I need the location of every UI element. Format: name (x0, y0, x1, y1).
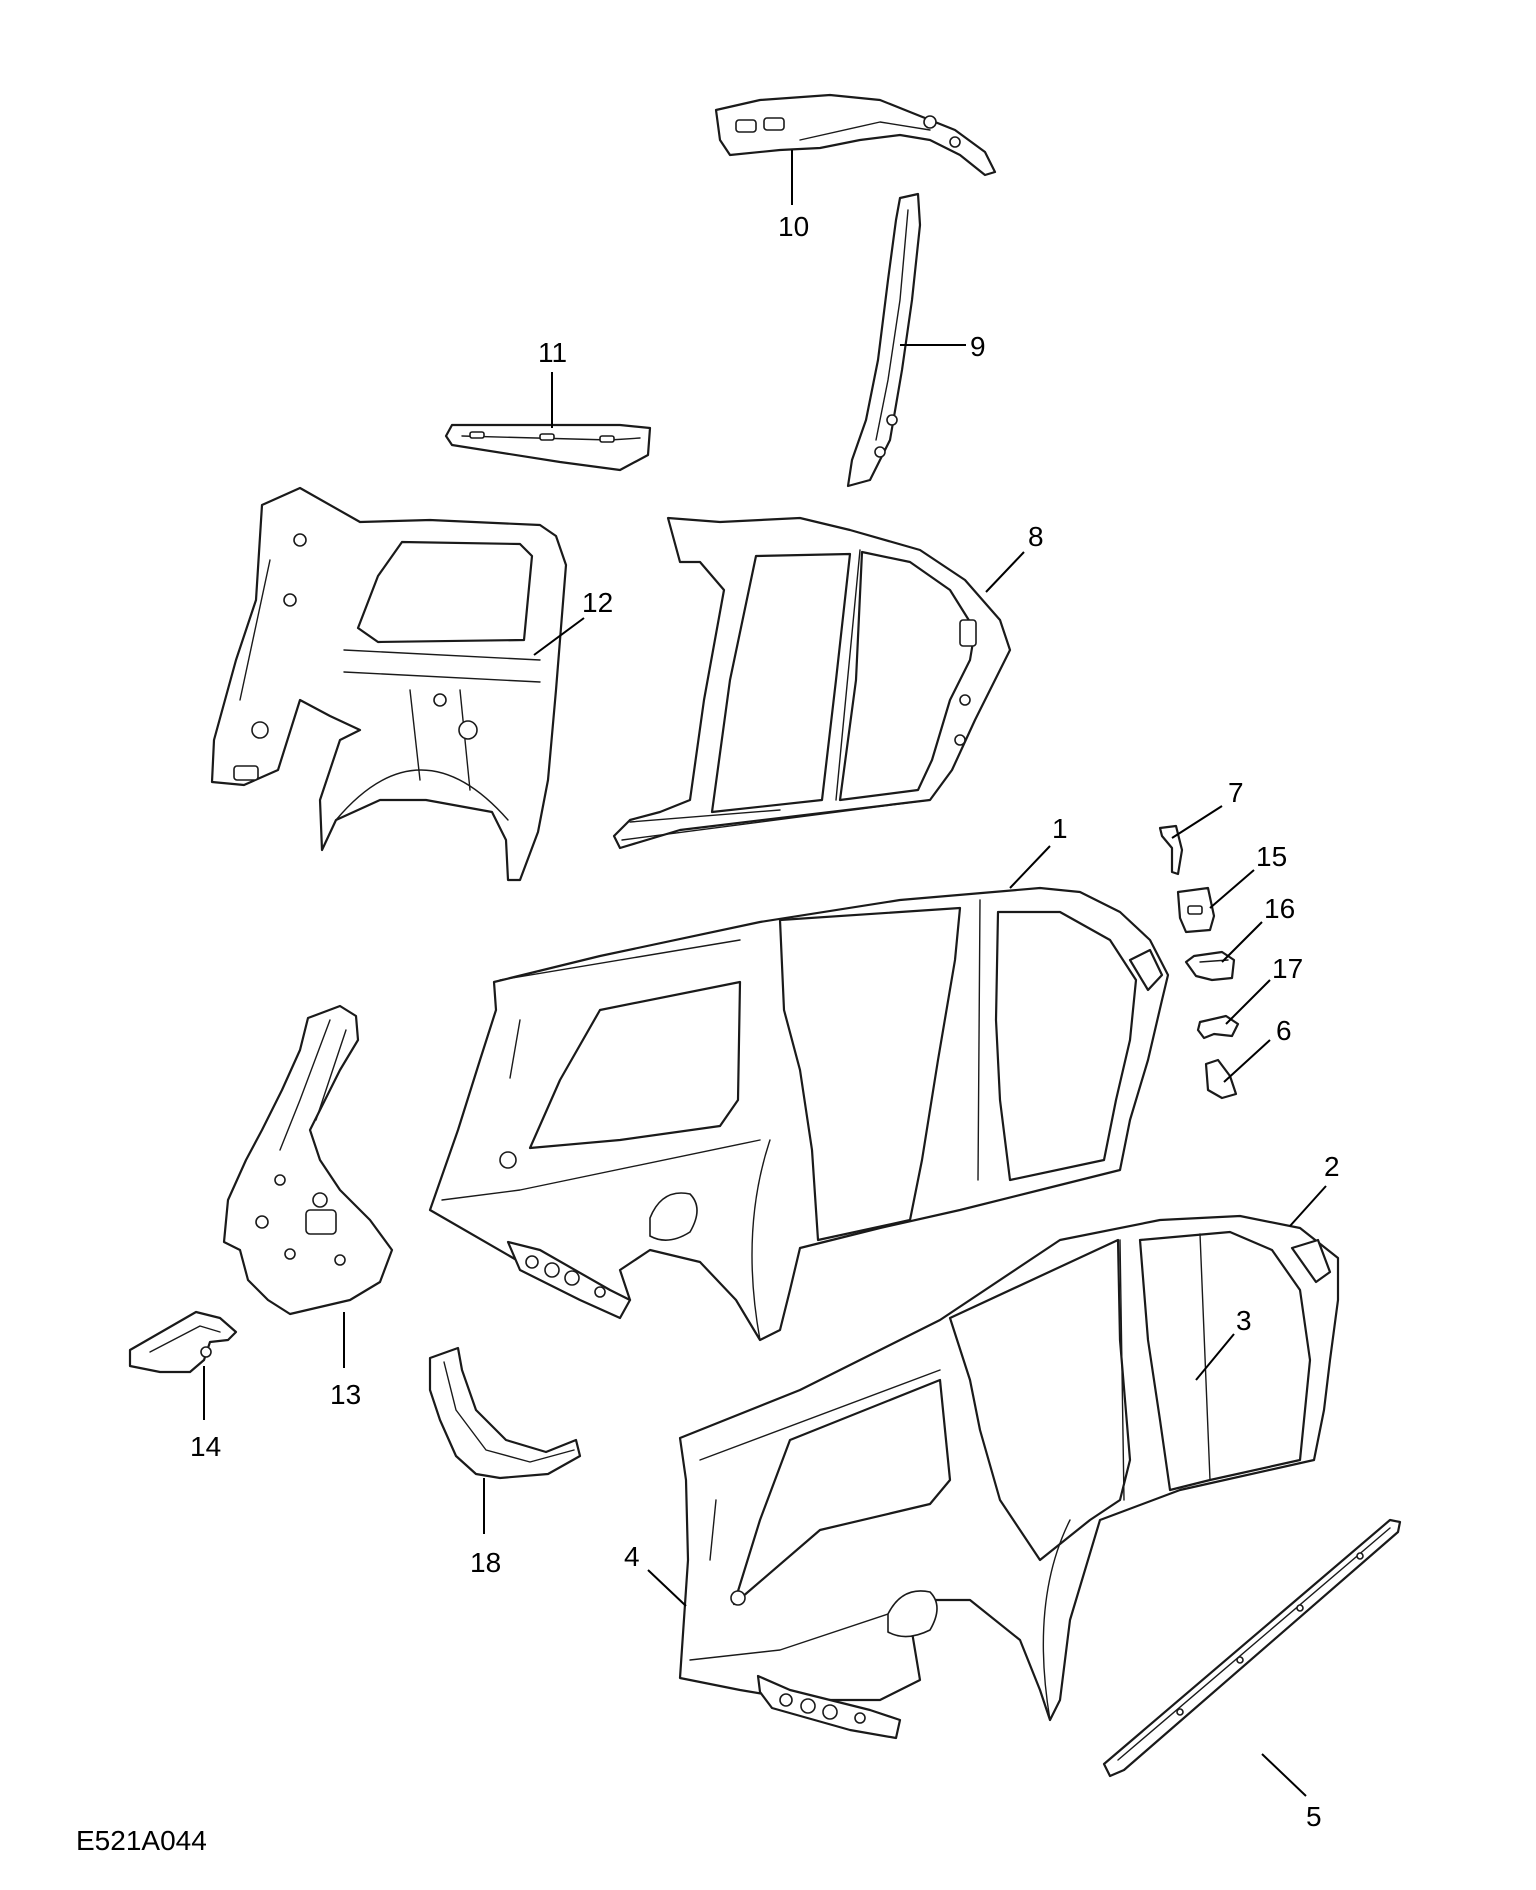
leader-1 (1009, 845, 1051, 889)
leader-4 (647, 1569, 687, 1607)
callout-2: 2 (1324, 1151, 1340, 1182)
part-18-wheel-arch-trim (428, 1346, 582, 1480)
callout-6: 6 (1276, 1015, 1292, 1046)
callout-8: 8 (1028, 521, 1044, 552)
part-11-roof-rail-reinforcement (444, 423, 652, 472)
leader-3 (1195, 1333, 1235, 1381)
callout-3: 3 (1236, 1305, 1252, 1336)
leader-2 (1289, 1185, 1327, 1227)
callout-18: 18 (470, 1547, 501, 1578)
leader-16 (1221, 921, 1263, 963)
callout-16: 16 (1264, 893, 1295, 924)
part-5-sill-reinforcement (1102, 1518, 1402, 1778)
part-6-bracket (1204, 1058, 1238, 1100)
part-15-bracket (1176, 886, 1216, 934)
leader-6 (1223, 1039, 1271, 1083)
callout-5: 5 (1306, 1801, 1322, 1832)
leader-17 (1225, 979, 1271, 1025)
callout-17: 17 (1272, 953, 1303, 984)
part-14-bracket (128, 1310, 238, 1374)
callout-11: 11 (538, 337, 567, 368)
part-12-rear-inner-quarter (210, 486, 568, 882)
leader-7 (1171, 805, 1223, 839)
callout-14: 14 (190, 1431, 221, 1462)
callout-15: 15 (1256, 841, 1287, 872)
leader-lines (203, 150, 1327, 1797)
leader-8 (985, 551, 1025, 593)
callout-9: 9 (970, 331, 986, 362)
part-8-body-side-inner-frame (612, 516, 1012, 850)
callout-labels: 10 9 11 12 8 7 15 16 17 6 1 2 3 4 5 13 1… (190, 211, 1340, 1832)
part-13-rear-pillar-inner (222, 1004, 394, 1316)
callout-12: 12 (582, 587, 613, 618)
part-10-roof-rail-front (714, 93, 997, 177)
callout-13: 13 (330, 1379, 361, 1410)
part-7-bracket (1158, 824, 1184, 876)
leader-12 (533, 617, 585, 656)
drawing-code: E521A044 (76, 1825, 207, 1856)
leader-15 (1209, 869, 1255, 909)
part-4-body-side-outer-lower (678, 1214, 1340, 1740)
callout-7: 7 (1228, 777, 1244, 808)
callout-10: 10 (778, 211, 809, 242)
callout-1: 1 (1052, 813, 1068, 844)
part-9-a-pillar-inner (846, 192, 922, 488)
leader-5 (1261, 1753, 1307, 1797)
part-1-body-side-outer (428, 886, 1170, 1342)
callout-4: 4 (624, 1541, 640, 1572)
